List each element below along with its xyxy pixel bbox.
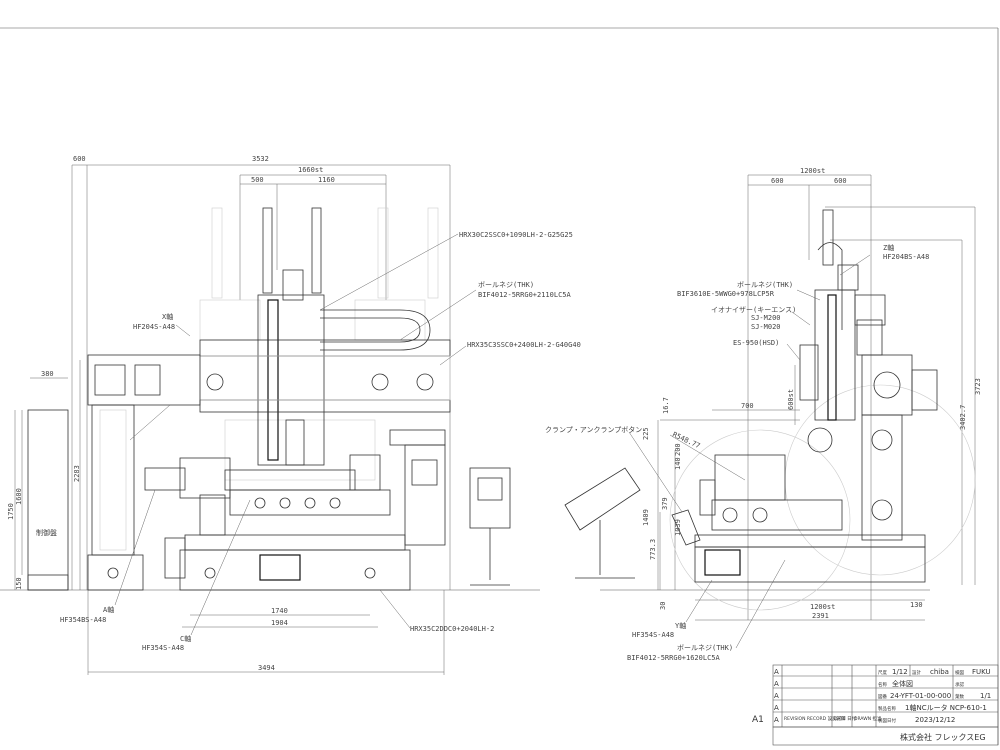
c-axis-label: C軸 [180,634,191,643]
dim-1904: 1904 [271,619,288,627]
sheet-size: A1 [752,715,764,725]
ionizer-model-2: SJ-M020 [751,323,781,331]
c-motor-label: HF354S-A48 [142,644,184,652]
dim-1200st-bottom: 1200st [810,603,835,611]
y-ballscrew-title: ボールネジ(THK) [677,644,733,652]
dim-3532: 3532 [252,155,269,163]
company-name: 株式会社 フレックスEG [900,732,986,742]
guide-bottom-label: HRX35C2DDC0+2040LH-2 [410,625,494,633]
dim-1160: 1160 [318,176,335,184]
designed-label: 設計 [912,669,921,676]
dim-1200st-top: 1200st [800,167,825,175]
dim-2283: 2283 [73,465,81,482]
drawing-no-label: 図番 [878,693,887,700]
dim-1600: 1600 [15,488,23,505]
dim-3494: 3494 [258,664,275,672]
pendant-front [469,467,511,529]
a-motor-label: HF354BS-A48 [60,616,106,624]
date-header: DATE 日付 [834,715,857,722]
dim-700: 700 [741,402,754,410]
dim-600a: 600 [771,177,784,185]
y-motor-label: HF354S-A48 [632,631,674,639]
dim-1039: 1039 [674,519,682,536]
revision-mark: A [774,680,779,688]
z-axis-label: Z軸 [883,243,894,252]
designed-by: chiba [930,668,949,676]
drawing-number: 24-YFT-01-00-000 [890,692,951,700]
ballscrew-part: BIF4012-5RRG0+2110LC5A [478,291,572,299]
drawn-header: DRAWN 担当 [854,715,882,722]
dim-140: 140 [674,457,682,470]
a-axis-label: A軸 [103,605,114,614]
ionizer-label: イオナイザー(キーエンス) [711,306,796,314]
spindle-motor [799,344,819,401]
y-ballscrew-part: BIF4012-5RRG0+1620LC5A [627,654,721,662]
date-label: 製図日付 [878,717,896,724]
revision-mark: A [774,704,779,712]
side-view: 1200st 600 600 700 600st 16.7 225 140 20… [545,167,982,662]
revision-mark: A [774,668,779,676]
dim-16-7: 16.7 [662,397,670,414]
scale: 1/12 [892,668,908,676]
dim-1660st: 1660st [298,166,323,174]
drawing-title: 全体図 [892,679,913,688]
sheet-number: 1/1 [980,692,991,700]
product-label: 製品名称 [878,705,896,712]
y-axis-label: Y軸 [675,621,686,630]
dim-2391: 2391 [812,612,829,620]
dim-380: 380 [41,370,54,378]
dim-225: 225 [642,427,650,440]
z-ballscrew-part: BIF3610E-5WWG0+978LCP5R [677,290,775,298]
x-motor-label: HF204S-A48 [133,323,175,331]
z-ballscrew-title: ボールネジ(THK) [737,281,793,289]
dim-600st: 600st [787,389,795,410]
guide-mid-label: HRX35C3SSC0+2400LH-2-G40G40 [467,341,581,349]
z-motor-label: HF204BS-A48 [883,253,929,261]
product-name: 1軸NCルータ NCP-610-1 [905,703,987,712]
ballscrew-title: ボールネジ(THK) [478,281,534,289]
title-label: 名称 [878,681,887,688]
dim-130: 130 [910,601,923,609]
x-axis-label: X軸 [162,312,173,321]
dim-500: 500 [251,176,264,184]
approved-label: 承認 [955,681,964,688]
checked-label: 検図 [955,669,964,676]
revision-mark: A [774,716,779,724]
checked-by: FUKU [972,668,991,676]
dim-600: 600 [73,155,86,163]
dim-3402-7: 3402.7 [959,405,967,430]
revision-record-header: REVISION RECORD 設変記録 [784,715,846,722]
dim-200: 200 [674,443,682,456]
control-panel-label: 制御盤 [36,528,57,537]
dim-773-3: 773.3 [649,539,657,560]
revision-mark: A [774,692,779,700]
dim-600b: 600 [834,177,847,185]
front-view: 600 3532 1660st 500 1160 380 2283 1750 1… [0,155,581,675]
dim-379: 379 [661,497,669,510]
title-block: A A A A A A1 REVISION RECORD 設変記録 DATE 日… [752,664,999,746]
dim-3723: 3723 [974,378,982,395]
clamp-button-label: クランプ・アンクランプボタン [545,425,642,434]
guide-top-label: HRX30C2SSC0+1090LH-2-G25G25 [459,231,573,239]
dim-1740: 1740 [271,607,288,615]
dim-150: 150 [15,577,23,590]
ionizer-model-1: SJ-M200 [751,314,781,322]
spindle-label: ES-950(HSD) [733,339,779,347]
sheet-label: 葉数 [955,693,964,700]
dim-30: 30 [659,602,667,610]
drawing-date: 2023/12/12 [915,716,955,724]
dim-1409: 1409 [642,509,650,526]
control-panel [27,409,69,591]
pendant-side [564,467,641,531]
scale-label: 尺度 [878,669,887,676]
dim-1750: 1750 [7,503,15,520]
